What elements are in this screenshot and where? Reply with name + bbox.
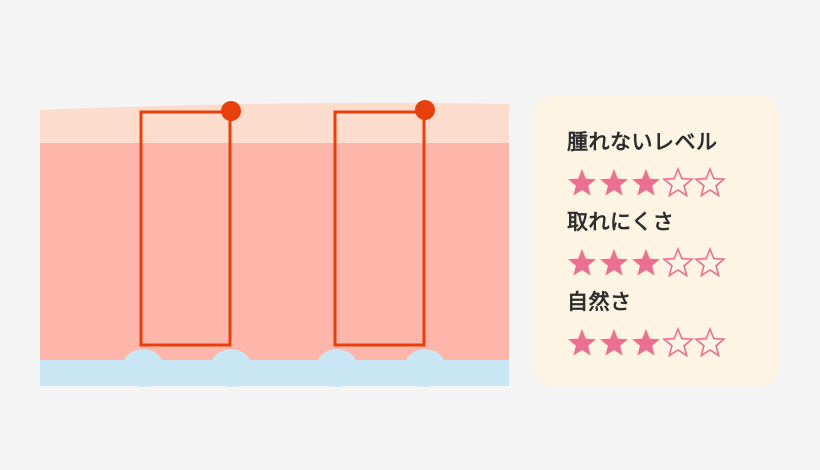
star-empty-icon (694, 167, 726, 197)
star-filled-icon (568, 169, 596, 196)
epidermis-layer (40, 102, 509, 143)
star-filled-icon (632, 249, 660, 276)
rating-stars-naturalness (566, 327, 726, 357)
rating-label-naturalness: 自然さ (567, 290, 632, 314)
star-empty-icon (662, 167, 694, 197)
knot-dot-icon (415, 100, 435, 120)
rating-stars-durability (566, 247, 726, 277)
knot-dot-icon (221, 101, 241, 121)
thread-loop-2 (333, 100, 435, 347)
star-filled-icon (600, 249, 628, 276)
star-filled-icon (600, 329, 628, 356)
star-filled-icon (568, 329, 596, 356)
eyelid-cross-section-diagram (40, 100, 509, 387)
star-empty-icon (694, 247, 726, 277)
star-empty-icon (662, 247, 694, 277)
star-filled-icon (568, 249, 596, 276)
dermis-layer (40, 140, 509, 362)
rating-card: 腫れないレベル 取れにくさ 自然さ (534, 96, 779, 386)
fat-layer (40, 349, 509, 387)
thread-loop-1 (139, 101, 241, 347)
star-empty-icon (662, 327, 694, 357)
star-empty-icon (694, 327, 726, 357)
star-filled-icon (600, 169, 628, 196)
star-filled-icon (632, 329, 660, 356)
rating-label-swelling: 腫れないレベル (567, 130, 718, 154)
rating-label-durability: 取れにくさ (567, 210, 675, 234)
rating-stars-swelling (566, 167, 726, 197)
star-filled-icon (632, 169, 660, 196)
